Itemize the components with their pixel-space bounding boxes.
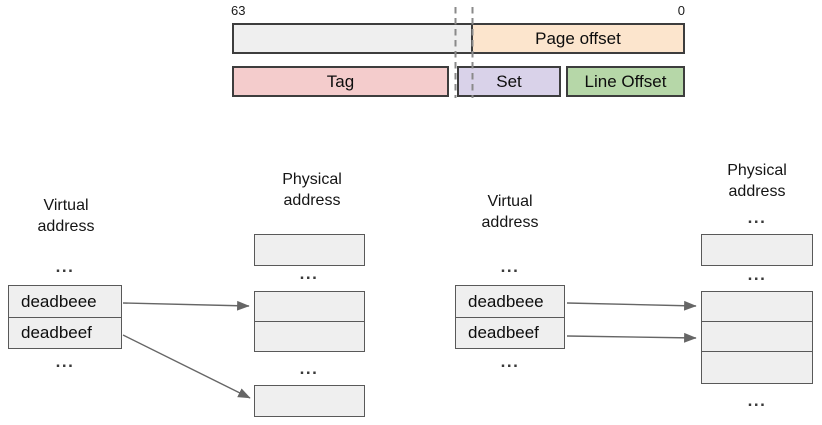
ellipsis: ... bbox=[747, 208, 767, 227]
ellipsis: ... bbox=[55, 352, 75, 371]
arrow-left-deadbeef bbox=[122, 334, 251, 399]
line-offset-label: Line Offset bbox=[584, 71, 667, 91]
arrow-left-deadbeee bbox=[122, 300, 250, 311]
physical-frame bbox=[701, 351, 813, 384]
ellipsis: ... bbox=[500, 352, 520, 371]
page-number-cell bbox=[232, 23, 473, 54]
tag-cell: Tag bbox=[232, 66, 449, 97]
set-cell: Set bbox=[457, 66, 561, 97]
ellipsis: ... bbox=[747, 265, 767, 284]
ellipsis: ... bbox=[500, 257, 520, 276]
ellipsis: ... bbox=[299, 359, 319, 378]
arrow-right-deadbeef bbox=[566, 332, 697, 343]
ellipsis: ... bbox=[299, 264, 319, 283]
physical-frame-deadbeef-target bbox=[701, 321, 813, 352]
physical-address-title: Physical address bbox=[282, 171, 342, 209]
physical-frame-blue bbox=[701, 234, 813, 266]
line-offset-cell: Line Offset bbox=[566, 66, 685, 97]
virtual-address-title: Virtual address bbox=[481, 193, 539, 231]
set-label: Set bbox=[496, 71, 522, 91]
bit-index-63: 63 bbox=[231, 3, 246, 18]
page-offset-cell: Page offset bbox=[471, 23, 685, 54]
virtual-address-title: Virtual address bbox=[37, 197, 95, 235]
ellipsis: ... bbox=[747, 391, 767, 410]
physical-frame-deadbeef-target bbox=[254, 385, 365, 417]
physical-frame-deadbeee-target bbox=[701, 291, 813, 322]
tag-label: Tag bbox=[326, 71, 355, 91]
physical-frame bbox=[254, 321, 365, 352]
virtual-entry-deadbeee: deadbeee bbox=[455, 285, 565, 318]
virtual-entry-deadbeef: deadbeef bbox=[8, 317, 122, 349]
virtual-entry-deadbeee: deadbeee bbox=[8, 285, 122, 318]
virtual-entry-deadbeef: deadbeef bbox=[455, 317, 565, 349]
ellipsis: ... bbox=[55, 257, 75, 276]
physical-address-title: Physical address bbox=[727, 162, 787, 200]
physical-frame-deadbeee-target bbox=[254, 291, 365, 322]
physical-frame bbox=[254, 234, 365, 266]
page-offset-label: Page offset bbox=[535, 28, 621, 48]
arrow-right-deadbeee bbox=[566, 300, 697, 311]
bit-index-0: 0 bbox=[677, 3, 685, 18]
